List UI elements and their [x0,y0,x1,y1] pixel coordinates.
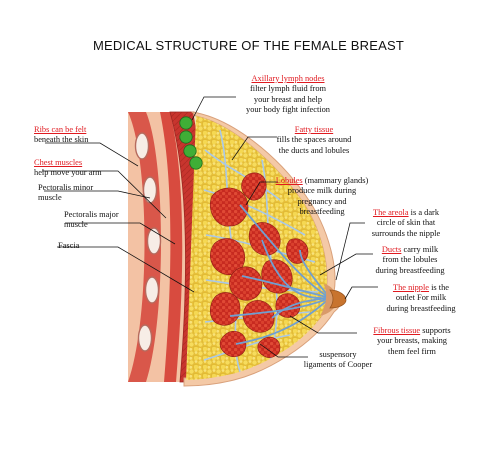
axillary-line1: filter lymph fluid from [249,84,327,94]
fatty-line1: fills the spaces around [276,135,352,145]
cooper-line2: ligaments of Cooper [303,360,373,370]
axillary-line3: your body fight infection [246,105,330,115]
label-ribs: Ribs can be felt beneath the skin [34,125,88,146]
pec-major-line1: Pectoralis major [64,210,119,219]
chest-heading: Chest muscles [34,158,83,167]
fascia-line1: Fascia [58,241,80,250]
lobules-line1: produce milk during [287,186,357,196]
label-fatty-tissue: Fatty tissue fills the spaces around the… [258,125,370,156]
label-areola: The areola is a dark circle of skin that… [356,208,456,239]
ducts-heading-rest: carry milk [401,245,439,254]
lobules [209,172,309,358]
lobules-heading-rest: (mammary glands) [302,176,369,185]
label-fibrous-tissue: Fibrous tissue supports your breasts, ma… [350,326,474,357]
fatty-heading: Fatty tissue [294,125,334,134]
fibrous-line2: them feel firm [388,346,436,356]
label-axillary-lymph-nodes: Axillary lymph nodes filter lymph fluid … [228,74,348,116]
lobules-heading: Lobules [275,176,303,185]
label-ducts: Ducts carry milk from the lobules during… [360,245,460,276]
nipple-line1: outlet For milk [395,293,447,303]
label-nipple: The nipple is the outlet For milk during… [368,283,474,314]
ducts-line1: from the lobules [382,255,438,265]
fatty-line2: the ducts and lobules [278,145,350,155]
areola-line2: surrounds the nipple [371,228,441,238]
label-lobules: Lobules (mammary glands) produce milk du… [272,176,372,218]
pec-minor-line2: muscle [38,193,62,203]
areola-heading-rest: is a dark [408,208,440,217]
areola-pre: The [372,208,389,217]
cooper-line1: suspensory [319,350,357,359]
label-pectoralis-minor: Pectoralis minor muscle [38,183,93,204]
chest-line1: help move your arm [34,168,102,178]
axillary-lymph-nodes [179,116,203,170]
nipple-heading-rest: is the [429,283,450,292]
ribs-heading: Ribs can be felt [34,125,87,134]
nipple-heading: The nipple [392,283,430,292]
label-pectoralis-major: Pectoralis major muscle [64,210,119,231]
ribs-line1: beneath the skin [34,135,89,145]
lobules-line3: breastfeeding [299,207,345,217]
fibrous-line1: your breasts, making [376,336,447,346]
axillary-heading: Axillary lymph nodes [251,74,325,83]
fibrous-heading: Fibrous tissue [373,326,421,335]
ducts-heading: Ducts [381,245,402,254]
lobules-line2: pregnancy and [297,196,347,206]
fibrous-heading-rest: supports [420,326,451,335]
nipple [329,289,347,309]
leader-lines [42,96,378,358]
pec-minor-line1: Pectoralis minor [38,183,94,192]
axillary-line2: your breast and help [253,94,323,104]
pec-major-line2: muscle [64,220,88,230]
nipple-line2: during breastfeeding [386,303,456,313]
ribs [134,132,162,352]
label-fascia: Fascia [58,241,79,251]
ducts-line2: during breastfeeding [375,265,445,275]
label-cooper-ligaments: suspensory ligaments of Cooper [288,350,388,371]
areola-line1: circle of skin that [376,218,436,228]
label-chest-muscles: Chest muscles help move your arm [34,158,102,179]
pectoralis-minor [160,112,183,382]
areola-heading: areola [388,208,409,217]
page-title: MEDICAL STRUCTURE OF THE FEMALE BREAST [93,38,404,53]
